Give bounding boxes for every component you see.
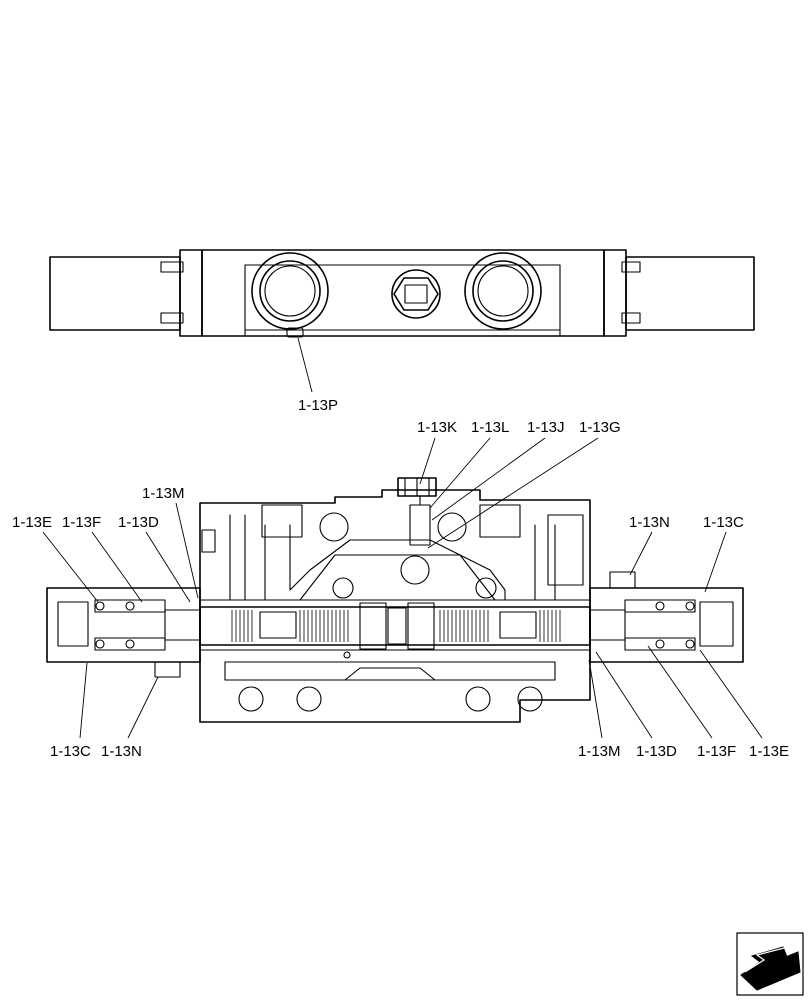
label-1-13n-right: 1-13N xyxy=(629,514,670,531)
valve-section-view xyxy=(46,477,744,723)
label-1-13k: 1-13K xyxy=(417,419,457,436)
label-1-13f-right: 1-13F xyxy=(697,743,736,760)
label-1-13c-left: 1-13C xyxy=(50,743,91,760)
leader-1-13p xyxy=(297,337,313,393)
label-1-13d-left: 1-13D xyxy=(118,514,159,531)
label-1-13e-right: 1-13E xyxy=(749,743,789,760)
label-1-13n-left: 1-13N xyxy=(101,743,142,760)
label-1-13m-right: 1-13M xyxy=(578,743,621,760)
label-1-13e-left: 1-13E xyxy=(12,514,52,531)
label-1-13l: 1-13L xyxy=(471,419,509,436)
arrow-icon[interactable] xyxy=(736,932,804,996)
label-1-13j: 1-13J xyxy=(527,419,565,436)
label-1-13p: 1-13P xyxy=(298,397,338,414)
valve-top-view xyxy=(49,249,755,338)
label-1-13g: 1-13G xyxy=(579,419,621,436)
label-1-13m-left: 1-13M xyxy=(142,485,185,502)
label-1-13c-right: 1-13C xyxy=(703,514,744,531)
label-1-13d-right: 1-13D xyxy=(636,743,677,760)
label-1-13f-left: 1-13F xyxy=(62,514,101,531)
leader-lines xyxy=(42,437,763,739)
